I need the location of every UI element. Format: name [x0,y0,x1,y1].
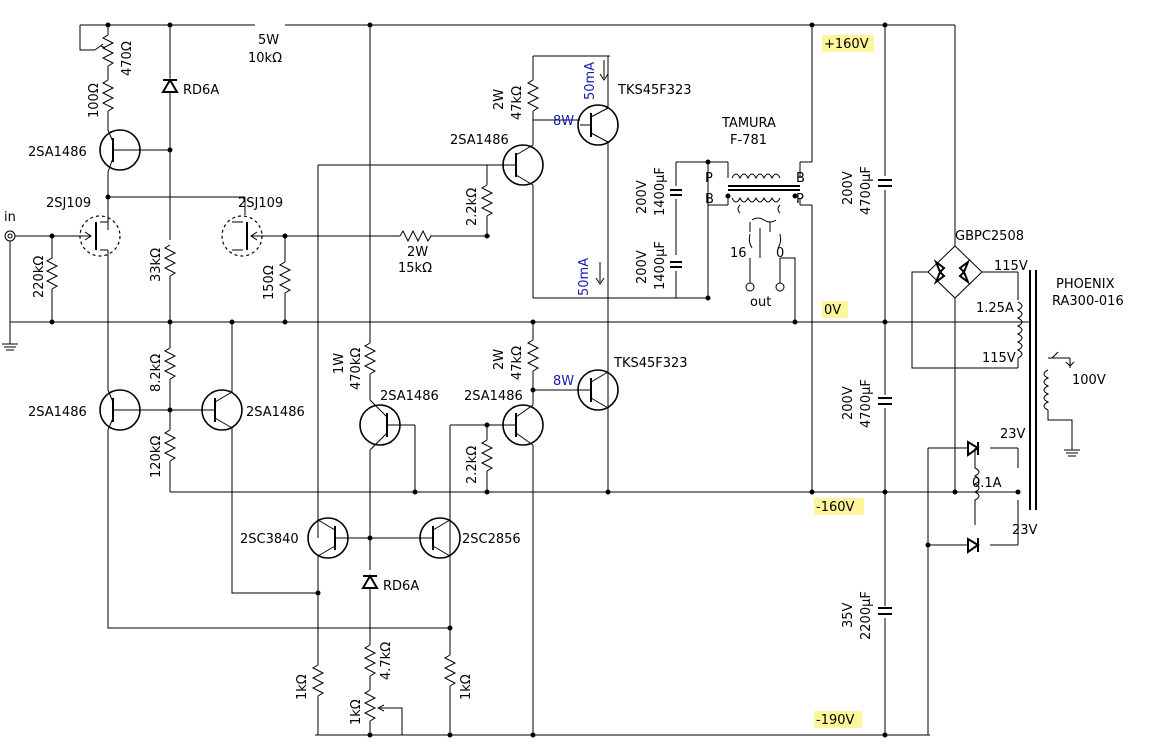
cap1-voltage: 200V [635,180,650,214]
output-section [670,25,813,492]
transistor-tks-bot: TKS45F323 [613,356,688,371]
res-1k-a: 1kΩ [295,674,310,700]
res-47k-c: 4.7kΩ [379,642,394,680]
power-caps [878,25,892,735]
ot-tap16: 16 [730,246,747,261]
res-15k: 15kΩ [398,261,432,276]
bridge-label: GBPC2508 [955,229,1024,244]
res-22k-a: 2.2kΩ [465,188,480,226]
transistor-2sa1486-5: 2SA1486 [380,389,439,404]
rail-label-bg-p160 [822,35,874,52]
power-8w-bot: 8W [553,374,574,389]
cap2-capacitance: 1400μF [653,241,668,290]
ot-tap0: 0 [776,246,784,261]
ot-b2: B [796,171,805,186]
res-1k-c: 1kΩ [459,674,474,700]
res-47k-a: 47kΩ [510,86,525,120]
power-supply [911,25,1080,735]
rail-label-bg-zero [822,301,848,318]
rail-label-m190: -190V [816,713,855,728]
cap2-voltage: 200V [635,250,650,284]
top-left-stage [2,24,490,351]
res-top-5w: 5W [258,33,279,48]
zener-rd6a-bot: RD6A [383,579,419,594]
rail-label-m160: -160V [816,500,855,515]
current-50ma-top: 50mA [583,62,598,100]
res-470k: 470kΩ [349,348,364,390]
fet-2sj109-left: 2SJ109 [46,196,91,211]
lower-stage [99,260,619,735]
ot-p2: P [796,192,804,207]
rail-label-p160: +160V [824,37,869,52]
input-label: in [4,210,16,225]
upper-driver-stage [317,25,708,538]
transistor-tks-top: TKS45F323 [617,83,692,98]
pt-23v-b: 23V [1012,523,1038,538]
pt-23v-a: 23V [1000,427,1026,442]
pt-01a: 0.1A [972,476,1002,491]
pt-100v: 100V [1072,373,1106,388]
zener-rd6a-top: RD6A [183,83,219,98]
res-2w-b: 2W [492,89,507,110]
res-220k: 220kΩ [32,256,47,298]
transistor-2sa1486-2: 2SA1486 [450,133,509,148]
power-8w-top: 8W [553,114,574,129]
res-2w-a: 2W [407,245,428,260]
cap3-voltage: 200V [841,171,856,205]
ot-maker: TAMURA [721,116,776,131]
res-1k-b: 1kΩ [349,699,364,725]
res-top-10k: 10kΩ [248,51,282,66]
pt-115v-b: 115V [982,351,1016,366]
ot-out: out [750,295,771,310]
cap5-voltage: 35V [841,602,856,628]
ot-b1: B [705,192,714,207]
res-120k: 120kΩ [149,436,164,478]
rail-label-bg-m160 [814,498,864,515]
res-150: 150Ω [262,265,277,300]
res-82k: 8.2kΩ [149,354,164,392]
cap5-capacitance: 2200μF [859,591,874,640]
cap1-capacitance: 1400μF [653,167,668,216]
transistor-2sa1486-6: 2SA1486 [464,389,523,404]
transistor-2sa1486-1: 2SA1486 [28,145,87,160]
pt-maker: PHOENIX [1056,277,1115,292]
transistor-2sc3840: 2SC3840 [240,532,299,547]
pt-115v-a: 115V [994,259,1028,274]
transistor-2sa1486-4: 2SA1486 [246,405,305,420]
ot-model: F-781 [730,133,767,148]
rail-label-bg-m190 [814,711,862,728]
rail-wires [10,24,1030,736]
res-1w: 1W [332,353,347,374]
cap4-voltage: 200V [841,386,856,420]
res-100: 100Ω [87,83,102,118]
transistor-2sc2856: 2SC2856 [462,532,521,547]
res-47k-b: 47kΩ [510,346,525,380]
junctions [49,22,1021,738]
ot-p1: P [705,171,713,186]
fet-2sj109-right: 2SJ109 [238,196,283,211]
rail-label-zero: 0V [824,303,841,318]
res-470: 470Ω [120,41,135,76]
pt-125a: 1.25A [976,301,1014,316]
pt-model: RA300-016 [1052,294,1124,309]
transistor-2sa1486-3: 2SA1486 [28,405,87,420]
res-2w-c: 2W [492,349,507,370]
cap4-capacitance: 4700μF [859,379,874,428]
cap3-capacitance: 4700μF [859,166,874,215]
res-33k: 33kΩ [149,248,164,282]
res-22k-b: 2.2kΩ [465,446,480,484]
current-50ma-bot: 50mA [577,258,592,296]
